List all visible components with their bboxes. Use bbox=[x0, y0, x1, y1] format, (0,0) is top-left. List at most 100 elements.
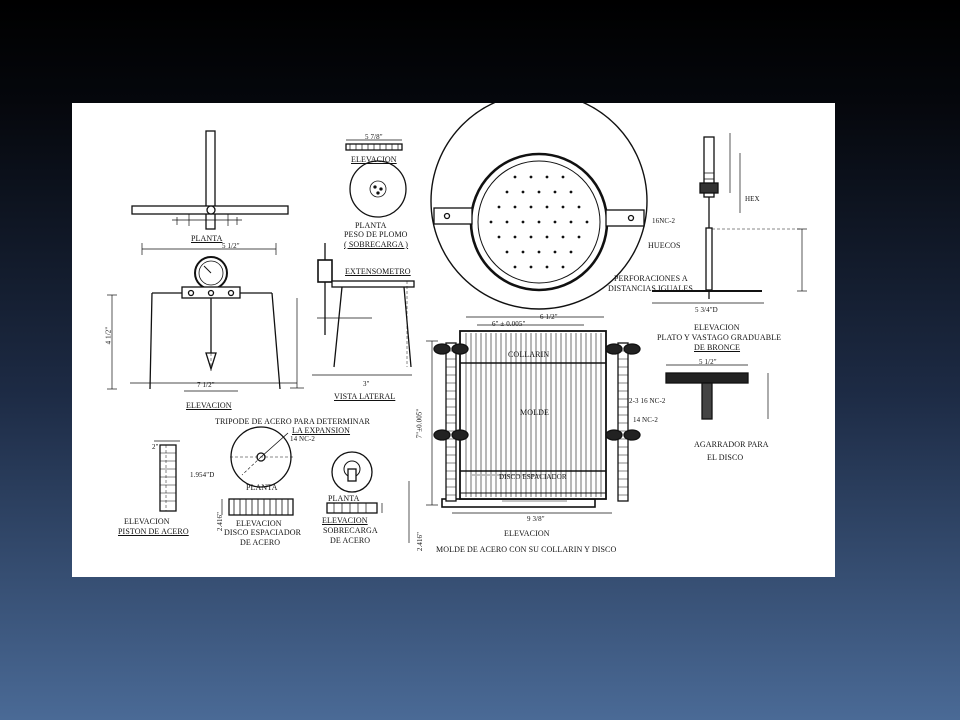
label-disco-esp-2: DE ACERO bbox=[240, 538, 281, 547]
label-molde: MOLDE bbox=[520, 408, 549, 417]
mold-apparatus-drawing bbox=[107, 103, 807, 543]
dim-6-mold: 6" ± 0.005" bbox=[492, 320, 526, 328]
plate-hole bbox=[537, 220, 541, 224]
dim-7-mold: 7"±0.005" bbox=[415, 408, 424, 439]
lead-weight-view bbox=[345, 139, 407, 218]
label-piston: PISTON DE ACERO bbox=[118, 527, 189, 536]
plate-hole bbox=[505, 190, 509, 194]
dim-14nc-handle: 14 NC-2 bbox=[633, 416, 659, 424]
wing-nut-icon bbox=[433, 343, 641, 441]
plate-hole bbox=[505, 250, 509, 254]
label-vista-lateral: VISTA LATERAL bbox=[334, 392, 396, 401]
plate-hole bbox=[569, 250, 573, 254]
plate-hole bbox=[585, 220, 589, 224]
label-elevacion-weight: ELEVACION bbox=[351, 155, 397, 164]
plate-hole bbox=[545, 265, 549, 269]
dim-2416-disc: 2.416" bbox=[216, 511, 225, 532]
plate-hole bbox=[545, 205, 549, 209]
label-sobrecarga: ( SOBRECARGA ) bbox=[344, 240, 409, 249]
label-disco-espaciador: DISCO ESPACIADOR bbox=[499, 473, 567, 481]
dim-16nc: 16NC-2 bbox=[652, 217, 676, 225]
dim-5-handle: 5 1/2" bbox=[699, 358, 717, 366]
plate-hole bbox=[569, 190, 573, 194]
plate-hole bbox=[521, 250, 525, 254]
plate-hole bbox=[553, 250, 557, 254]
label-perforaciones-2: DISTANCIAS IGUALES bbox=[608, 284, 693, 293]
dim-2-3-16nc: 2-3 16 NC-2 bbox=[629, 397, 666, 405]
plate-hole bbox=[505, 220, 509, 224]
label-elevacion-mold: ELEVACION bbox=[504, 529, 550, 538]
dim-4-tripod: 4 1/2" bbox=[104, 326, 113, 345]
label-planta-small: PLANTA bbox=[246, 483, 278, 492]
label-extensometro: EXTENSOMETRO bbox=[345, 267, 411, 276]
label-agarrador-2: EL DISCO bbox=[707, 453, 744, 462]
tripod-plan-view bbox=[131, 130, 289, 230]
plate-hole bbox=[577, 235, 581, 239]
steel-piston-elevation bbox=[154, 440, 180, 512]
label-elevacion-sobre: ELEVACION bbox=[322, 516, 368, 525]
label-elevacion-piston: ELEVACION bbox=[124, 517, 170, 526]
label-disco-esp-1: DISCO ESPACIADOR bbox=[224, 528, 302, 537]
plate-hole bbox=[529, 205, 533, 209]
dim-2-piston: 2" bbox=[152, 443, 159, 451]
plate-hole bbox=[561, 175, 565, 179]
plate-hole bbox=[537, 190, 541, 194]
plate-hole bbox=[545, 235, 549, 239]
plate-hole bbox=[521, 190, 525, 194]
plate-hole bbox=[561, 235, 565, 239]
label-planta-weight: PLANTA bbox=[355, 221, 387, 230]
plate-hole bbox=[553, 220, 557, 224]
label-molde-caption: MOLDE DE ACERO CON SU COLLARIN Y DISCO bbox=[436, 545, 617, 554]
plate-hole bbox=[545, 175, 549, 179]
label-perforaciones-1: PERFORACIONES A bbox=[614, 274, 688, 283]
dim-6half-tripod: 5 1/2" bbox=[222, 242, 240, 250]
plate-hole bbox=[529, 235, 533, 239]
extensometer-lateral-view bbox=[312, 243, 415, 376]
label-elevacion-tripod: ELEVACION bbox=[186, 401, 232, 410]
plate-hole bbox=[529, 265, 533, 269]
dim-6half-mold: 6 1/2" bbox=[540, 313, 558, 321]
dim-3-extensometer: 3" bbox=[363, 380, 370, 388]
plate-hole bbox=[513, 265, 517, 269]
plate-hole bbox=[561, 205, 565, 209]
label-tripode-1: TRIPODE DE ACERO PARA DETERMINAR bbox=[215, 417, 370, 426]
dim-2416-mold: 2.416" bbox=[416, 531, 425, 552]
plate-hole bbox=[529, 175, 533, 179]
plate-hole bbox=[489, 220, 493, 224]
label-planta-sobre: PLANTA bbox=[328, 494, 360, 503]
label-collarin: COLLARIN bbox=[508, 350, 550, 359]
dim-1954: 1.954"D bbox=[190, 471, 215, 479]
disc-handle-view bbox=[665, 364, 769, 420]
plate-hole bbox=[513, 235, 517, 239]
plate-hole bbox=[561, 265, 565, 269]
tripod-small-plan bbox=[230, 426, 294, 488]
dim-5-plato: 5 3/4"D bbox=[695, 306, 718, 314]
label-elevacion-plato: ELEVACION bbox=[694, 323, 740, 332]
plate-hole bbox=[513, 205, 517, 209]
plate-hole bbox=[521, 220, 525, 224]
perforated-plate-plan bbox=[430, 103, 648, 310]
dim-5-weight: 5 7/8" bbox=[365, 133, 383, 141]
technical-drawing-sheet: PLANTA ELEVACION TRIPODE DE ACERO PARA D… bbox=[72, 103, 835, 577]
label-huecos: HUECOS bbox=[648, 241, 681, 250]
label-planta-tripod: PLANTA bbox=[191, 234, 223, 243]
steel-mold-elevation bbox=[426, 316, 641, 514]
dim-14nc-tripod: 14 NC-2 bbox=[290, 435, 316, 443]
plate-hole bbox=[537, 250, 541, 254]
dim-9-mold: 9 3/8" bbox=[527, 515, 545, 523]
label-tripode-2: LA EXPANSION bbox=[292, 426, 351, 435]
plate-hole bbox=[497, 205, 501, 209]
plate-hole bbox=[497, 235, 501, 239]
plate-hole bbox=[577, 205, 581, 209]
label-peso-plomo: PESO DE PLOMO bbox=[344, 230, 408, 239]
label-sobrecarga-acero-1: SOBRECARGA bbox=[323, 526, 378, 535]
label-elevacion-disco: ELEVACION bbox=[236, 519, 282, 528]
plate-hole bbox=[513, 175, 517, 179]
spacer-disc-elevation bbox=[221, 498, 294, 516]
graduated-plate-stem bbox=[652, 133, 807, 304]
steel-surcharge-view bbox=[326, 451, 383, 514]
dim-7half-tripod: 7 1/2" bbox=[197, 381, 215, 389]
plate-hole bbox=[569, 220, 573, 224]
label-sobrecarga-acero-2: DE ACERO bbox=[330, 536, 371, 545]
label-plato-1: PLATO Y VASTAGO GRADUABLE bbox=[657, 333, 782, 342]
